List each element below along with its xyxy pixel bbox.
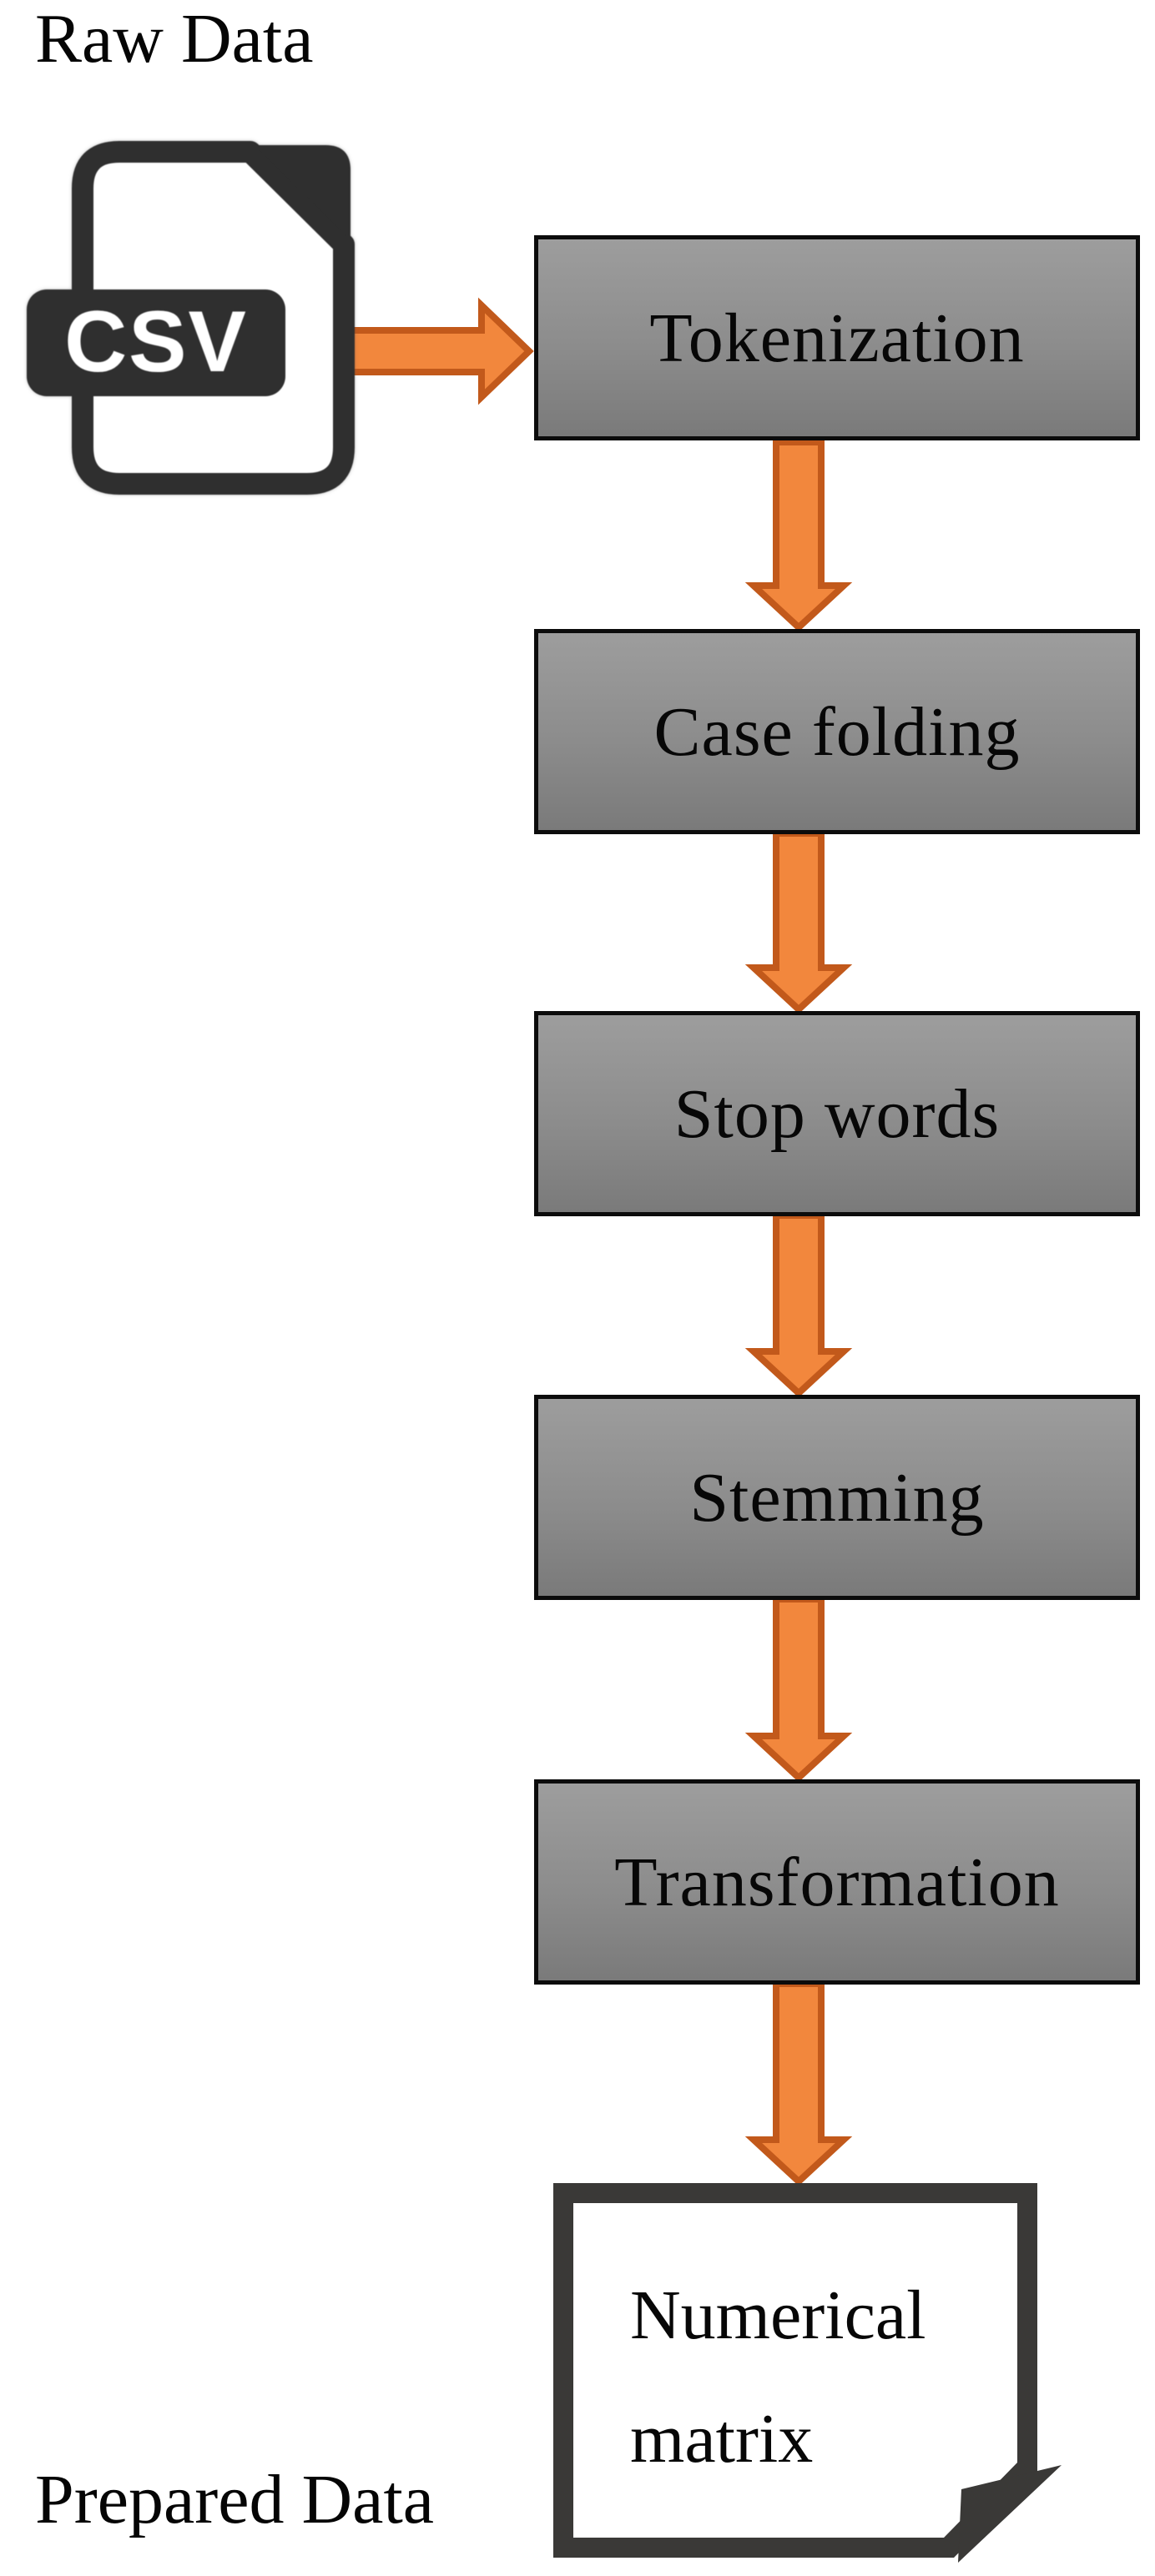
flow-box-tokenization: Tokenization xyxy=(534,235,1140,440)
flow-box-label: Stemming xyxy=(689,1458,985,1537)
arrow-csv-to-tokenization-icon xyxy=(340,297,534,405)
flow-box-label: Stop words xyxy=(673,1074,1001,1153)
flow-box-label: Case folding xyxy=(653,692,1021,771)
csv-file-fold xyxy=(255,145,351,240)
arrow-case-folding-to-stop-words-icon xyxy=(744,830,853,1014)
flow-box-stemming: Stemming xyxy=(534,1395,1140,1600)
flow-box-transformation: Transformation xyxy=(534,1779,1140,1985)
output-note-text: Numerical matrix xyxy=(630,2254,926,2501)
arrow-tokenization-to-case-folding-icon xyxy=(744,439,853,632)
output-note-line1: Numerical xyxy=(630,2277,926,2354)
note-page-icon xyxy=(553,2183,1062,2563)
arrow-stemming-to-transformation-icon xyxy=(744,1596,853,1783)
arrow-transformation-to-output-icon xyxy=(744,1980,853,2186)
flow-box-stop-words: Stop words xyxy=(534,1011,1140,1216)
arrow-stop-words-to-stemming-icon xyxy=(744,1212,853,1398)
flow-box-label: Transformation xyxy=(614,1843,1060,1921)
csv-band xyxy=(27,289,285,396)
flow-box-label: Tokenization xyxy=(649,299,1025,377)
output-note-line2: matrix xyxy=(630,2400,814,2478)
csv-icon-text: CSV xyxy=(64,294,248,390)
flow-box-case-folding: Case folding xyxy=(534,629,1140,834)
csv-file-icon: CSV xyxy=(27,141,355,495)
raw-data-label: Raw Data xyxy=(35,0,314,78)
prepared-data-label: Prepared Data xyxy=(35,2461,435,2538)
